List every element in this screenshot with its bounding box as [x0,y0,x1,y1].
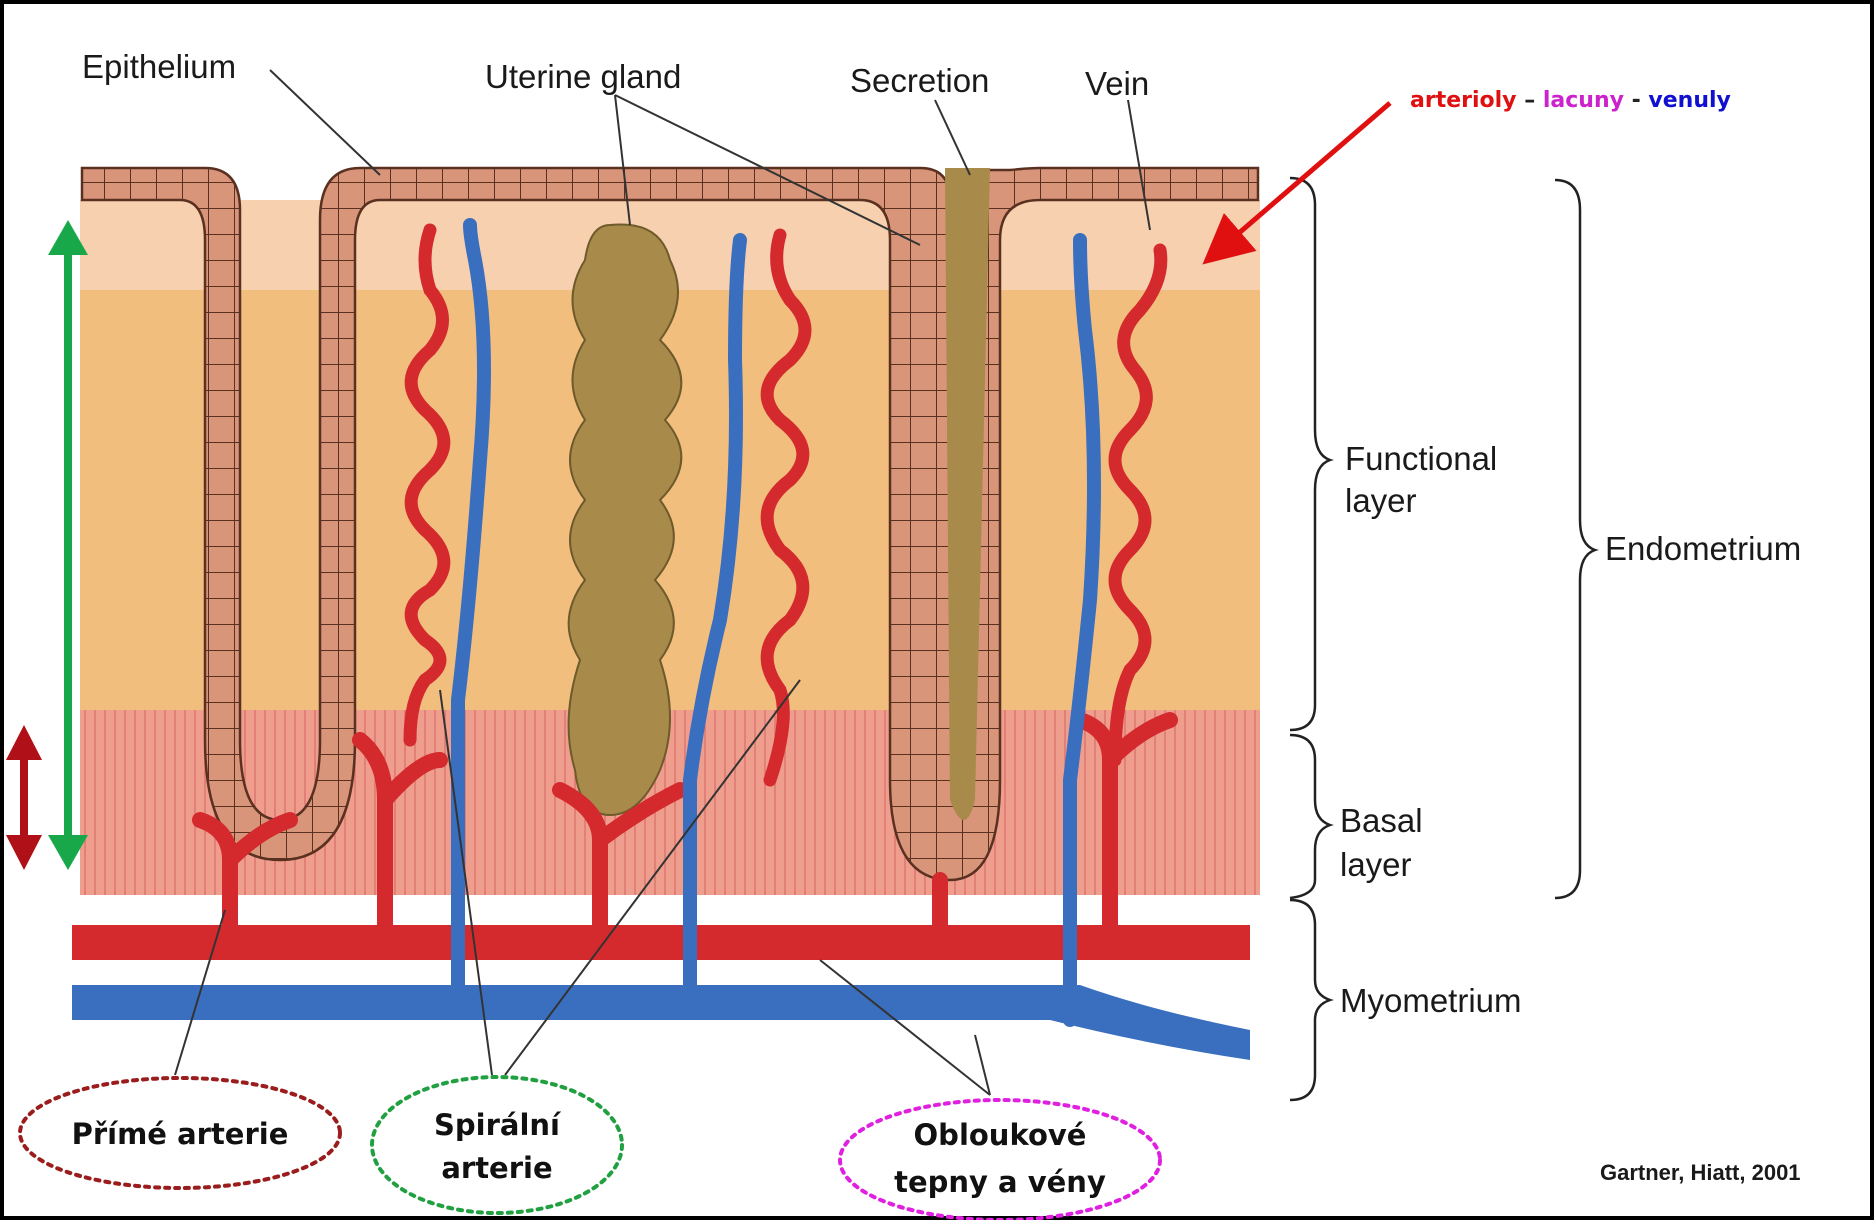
spiralni-text-1: Spirální [434,1108,562,1142]
spiralni-text-2: arterie [441,1151,552,1185]
prime-arterie-text: Přímé arterie [72,1117,289,1151]
legend-sep1: – [1517,88,1543,113]
vein-label: Vein [1085,65,1149,102]
legend-arterioly: arterioly [1410,88,1517,113]
functional-layer-label-2: layer [1345,482,1417,519]
basal-bracket [1290,735,1330,898]
myometrium-label: Myometrium [1340,982,1522,1019]
uterine-gland-label: Uterine gland [485,58,681,95]
darkred-double-arrow [6,725,42,870]
spiralni-arterie-ellipse [372,1077,622,1213]
legend-lacuny: lacuny [1543,88,1624,113]
myometrium-bracket [1290,900,1330,1100]
obloukove-text-2: tepny a vény [894,1165,1106,1199]
side-arrows [6,220,88,870]
myometrium-layer [70,895,1260,1070]
uterine-gland [569,224,682,815]
legend-venuly: venuly [1648,88,1730,113]
endometrium-label: Endometrium [1605,530,1801,567]
basal-layer-label-2: layer [1340,846,1412,883]
legend: arterioly – lacuny - venuly [1410,88,1731,113]
basal-layer-label-1: Basal [1340,802,1423,839]
credit: Gartner, Hiatt, 2001 [1600,1160,1801,1185]
epithelium-label: Epithelium [82,48,236,85]
endometrium-bracket [1555,180,1595,898]
obloukove-text-1: Obloukové [914,1118,1087,1152]
functional-layer-label-1: Functional [1345,440,1497,477]
brackets [1290,178,1595,1100]
functional-bracket [1290,178,1330,730]
secretion-label: Secretion [850,62,989,99]
legend-sep2: - [1624,88,1648,113]
